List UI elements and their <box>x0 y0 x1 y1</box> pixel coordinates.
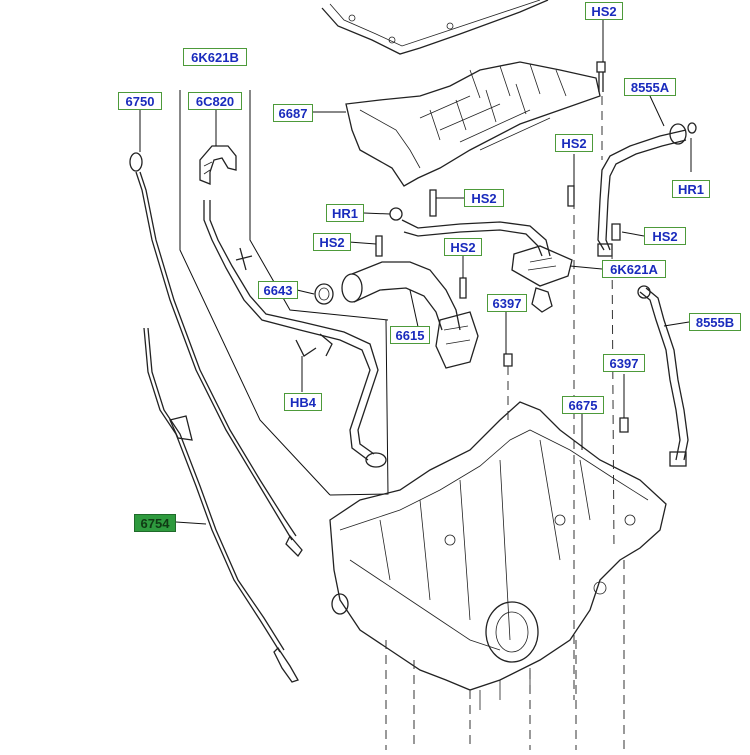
label-hr1-right: HR1 <box>672 180 710 198</box>
label-6k621b: 6K621B <box>183 48 247 66</box>
oil-pickup-tube <box>341 261 479 369</box>
label-hs2-top: HS2 <box>585 2 623 20</box>
assembly-lines <box>385 96 625 750</box>
label-6687: 6687 <box>273 104 313 122</box>
pickup-gasket <box>314 283 334 305</box>
separator-pipe <box>389 207 573 313</box>
label-6397-a: 6397 <box>487 294 527 312</box>
label-8555a: 8555A <box>624 78 676 96</box>
label-6754-highlighted: 6754 <box>134 514 176 532</box>
label-6615: 6615 <box>390 326 430 344</box>
label-hr1-left: HR1 <box>326 204 364 222</box>
dipstick <box>143 327 299 683</box>
label-6397-b: 6397 <box>603 354 645 372</box>
label-6643: 6643 <box>258 281 298 299</box>
hose-bracket-outline <box>179 90 389 496</box>
label-hs2-right: HS2 <box>444 238 482 256</box>
label-6750: 6750 <box>118 92 162 110</box>
label-8555b: 8555B <box>689 313 741 331</box>
label-hs2-mid: HS2 <box>555 134 593 152</box>
label-hs2-lower: HS2 <box>644 227 686 245</box>
dipstick-tube <box>129 152 303 558</box>
label-hb4: HB4 <box>284 393 322 411</box>
cam-cover-gasket <box>321 0 549 55</box>
elbow-connector <box>199 145 237 185</box>
label-6c820: 6C820 <box>188 92 242 110</box>
breather-hose <box>203 200 387 468</box>
label-hs2-center: HS2 <box>464 189 504 207</box>
oil-pipe-lower <box>637 285 689 467</box>
label-hs2-left: HS2 <box>313 233 351 251</box>
baffle-plate <box>345 61 601 187</box>
bolt-hs2-top <box>596 61 606 92</box>
label-6675: 6675 <box>562 396 604 414</box>
oil-pan <box>329 401 667 710</box>
label-6k621a: 6K621A <box>602 260 666 278</box>
